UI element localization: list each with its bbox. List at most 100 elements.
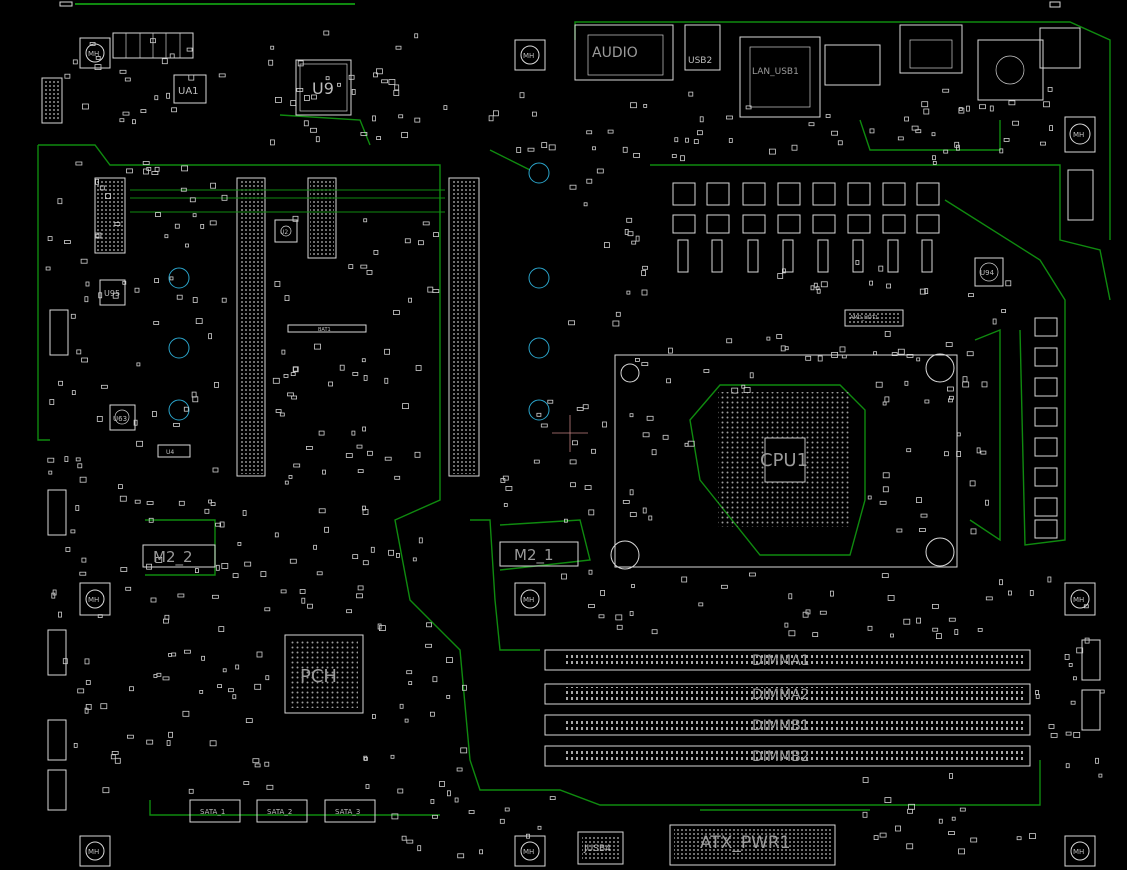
smd-pad <box>533 459 540 464</box>
smd-pad <box>915 129 922 134</box>
smd-pad <box>782 268 786 274</box>
label-dimm-b2: DIMMB2 <box>752 749 810 765</box>
smd-pad <box>920 513 928 518</box>
smd-pad <box>945 342 953 347</box>
smd-pad <box>362 426 367 432</box>
smd-pad <box>457 853 465 859</box>
smd-pad <box>743 387 751 393</box>
smd-pad <box>954 141 960 148</box>
smd-pad <box>1029 833 1036 839</box>
smd-pad <box>954 629 959 635</box>
smd-pad <box>153 321 160 325</box>
label-mh: MH <box>1073 848 1084 856</box>
smd-pad <box>292 215 299 222</box>
smd-pad <box>125 586 132 591</box>
smd-pad <box>766 336 771 341</box>
vrm-mosfet <box>882 214 906 234</box>
smd-pad <box>373 72 378 78</box>
smd-pad <box>401 835 407 841</box>
label-sata-2: SATA_2 <box>267 808 292 816</box>
smd-pad <box>98 292 103 299</box>
smd-pad <box>569 459 577 465</box>
smd-pad <box>191 391 197 398</box>
smd-pad <box>284 480 289 485</box>
smd-pad <box>134 499 141 504</box>
smd-pad <box>548 144 556 151</box>
smd-pad <box>980 450 987 455</box>
smd-pad <box>813 282 818 288</box>
smd-pad <box>183 649 191 654</box>
smd-pad <box>397 788 404 794</box>
smd-pad <box>1035 694 1040 699</box>
smd-pad <box>243 781 250 785</box>
smd-pad <box>161 58 168 65</box>
smd-pad <box>110 754 116 760</box>
smd-pad <box>932 627 939 632</box>
smd-pad <box>124 77 131 82</box>
label-audio: AUDIO <box>592 45 638 61</box>
label-cpu1: CPU1 <box>760 450 808 471</box>
smd-pad <box>831 351 838 358</box>
smd-pad <box>352 371 359 376</box>
smd-pad <box>492 110 499 117</box>
smd-pad <box>630 102 637 109</box>
smd-pad <box>402 403 409 410</box>
smd-pad <box>1003 137 1010 142</box>
smd-pad <box>1001 309 1006 313</box>
smd-pad <box>970 837 978 843</box>
smd-pad <box>361 358 366 363</box>
smd-pad <box>314 343 321 350</box>
smd-pad <box>1016 836 1022 841</box>
smd-pad <box>146 166 152 171</box>
smd-pad <box>418 537 423 544</box>
smd-pad <box>855 260 860 265</box>
smd-pad <box>95 56 101 60</box>
smd-pad <box>180 187 187 192</box>
smd-pad <box>394 475 401 480</box>
smd-pad <box>919 528 926 532</box>
smd-pad <box>1098 773 1103 778</box>
smd-pad <box>1012 120 1019 126</box>
smd-pad <box>290 100 297 106</box>
smd-pad <box>1065 731 1072 736</box>
smd-pad <box>526 833 530 839</box>
vrm-mosfet <box>882 182 906 206</box>
smd-pad <box>325 76 330 81</box>
smd-pad <box>404 238 411 244</box>
smd-pad <box>837 140 843 146</box>
smd-pad <box>119 69 127 74</box>
smd-pad <box>365 784 370 789</box>
smd-pad <box>932 160 937 165</box>
smd-pad <box>584 485 592 491</box>
smd-pad <box>218 73 226 78</box>
label-u95: U95 <box>104 289 120 298</box>
smd-pad <box>460 747 468 754</box>
smd-pad <box>561 573 567 580</box>
smd-pad <box>215 522 222 527</box>
smd-pad <box>111 751 119 755</box>
smd-pad <box>641 362 649 367</box>
label-u9: U9 <box>312 79 334 98</box>
smd-pad <box>388 79 396 85</box>
smd-pad <box>897 348 905 355</box>
smd-pad <box>830 590 834 597</box>
vrm-mosfet <box>1034 317 1058 337</box>
label-usb2: USB2 <box>688 56 712 66</box>
vrm-choke <box>817 239 829 273</box>
smd-pad <box>1068 663 1073 667</box>
smd-pad <box>72 59 78 65</box>
smd-pad <box>254 683 262 690</box>
smd-pad <box>188 74 195 81</box>
smd-pad <box>169 53 175 59</box>
smd-pad <box>1049 125 1053 131</box>
smd-pad <box>339 364 345 371</box>
smd-pad <box>133 419 138 426</box>
smd-pad <box>221 563 229 569</box>
smd-pad <box>882 401 887 406</box>
smd-pad <box>808 122 815 127</box>
vrm-mosfet <box>1034 497 1058 517</box>
smd-pad <box>651 629 658 635</box>
smd-pad <box>324 526 330 533</box>
smd-pad <box>185 243 189 248</box>
smd-pad <box>119 118 125 123</box>
